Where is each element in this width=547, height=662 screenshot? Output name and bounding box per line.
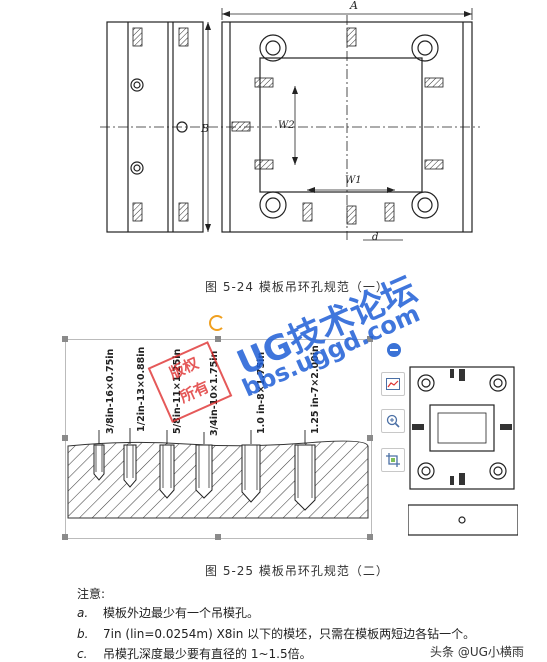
resize-handle-tr[interactable] (367, 336, 373, 342)
zoom-in-icon (386, 414, 400, 428)
note-item-c: c. 吊模孔深度最少要有直径的 1~1.5倍。 (77, 645, 312, 662)
minus-circle-icon (390, 349, 398, 351)
dim-label-d: d (372, 232, 379, 243)
note-marker: c. (77, 647, 88, 661)
resize-handle-bl[interactable] (62, 534, 68, 540)
image-edit-button[interactable] (381, 372, 405, 396)
thread-label-1: 3/8in-16×0.75in (105, 348, 116, 434)
note-marker: a. (77, 606, 89, 620)
zoom-in-button[interactable] (381, 409, 405, 433)
thread-label-2: 1/2in-13×0.88in (136, 346, 147, 432)
resize-handle-tl[interactable] (62, 336, 68, 342)
resize-handle-bm[interactable] (215, 534, 221, 540)
note-item-a: a. 模板外边最少有一个吊模孔。 (77, 604, 259, 621)
note-text: 吊模孔深度最少要有直径的 1~1.5倍。 (103, 647, 312, 661)
image-edit-icon (386, 378, 400, 390)
figure-5-25-drawing (67, 428, 369, 519)
resize-handle-ml[interactable] (62, 435, 68, 441)
collapse-button[interactable] (387, 343, 401, 357)
rotate-handle-icon[interactable] (209, 315, 225, 331)
dim-label-w1: W1 (345, 175, 362, 186)
figure-5-24-caption: 图 5-24 模板吊环孔规范（一） (205, 280, 389, 294)
crop-icon (386, 453, 400, 467)
notes-heading: 注意: (77, 587, 106, 601)
resize-handle-br[interactable] (367, 534, 373, 540)
resize-handle-tm[interactable] (215, 336, 221, 342)
resize-handle-mr[interactable] (367, 435, 373, 441)
note-text: 模板外边最少有一个吊模孔。 (103, 606, 260, 620)
figure-5-25-caption: 图 5-25 模板吊环孔规范（二） (205, 564, 389, 578)
note-text: 7in (lin=0.0254m) X8in 以下的模坯，只需在模板两短边各钻一… (103, 627, 476, 641)
dim-label-b: B (201, 122, 210, 135)
note-item-b: b. 7in (lin=0.0254m) X8in 以下的模坯，只需在模板两短边各… (77, 625, 475, 642)
dim-label-w2: W2 (278, 120, 295, 131)
mold-plate-sketch (408, 366, 518, 536)
crop-button[interactable] (381, 448, 405, 472)
author-credit: 头条 @UG小横雨 (430, 645, 524, 659)
figure-5-24-drawing (100, 8, 480, 241)
note-marker: b. (77, 627, 89, 641)
dim-label-a: A (350, 0, 358, 12)
